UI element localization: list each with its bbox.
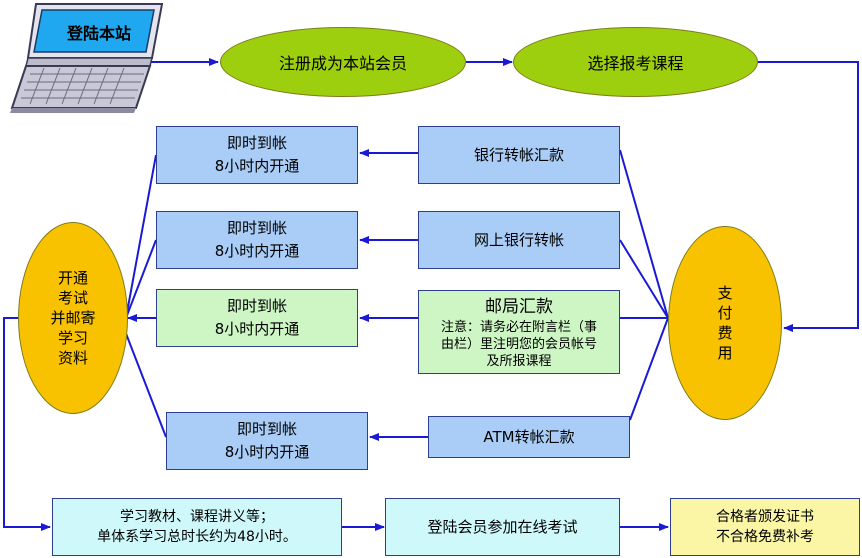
- register-ellipse: 注册成为本站会员: [220, 27, 466, 97]
- result-line2: 8小时内开通: [214, 242, 300, 260]
- line-pay-online: [619, 239, 669, 319]
- laptop-label: 登陆本站: [66, 24, 131, 43]
- open-exam-ellipse: 开通 考试 并邮寄 学习 资料: [18, 222, 128, 414]
- payment-note: 注意：请务必在附言栏（事: [440, 319, 597, 335]
- cert-line2: 不合格免费补考: [716, 529, 814, 545]
- payment-label: 银行转帐汇款: [473, 145, 564, 164]
- open-line: 开通: [57, 269, 88, 287]
- open-line: 学习: [57, 329, 88, 347]
- line-result2-open: [125, 239, 157, 319]
- payment-bank-transfer: 银行转帐汇款: [418, 126, 620, 184]
- study-materials-box: 学习教材、课程讲义等； 单体系学习总时长约为48小时。: [52, 498, 342, 556]
- pay-char: 费: [717, 324, 733, 342]
- result-line2: 8小时内开通: [214, 320, 300, 338]
- open-line: 并邮寄: [50, 309, 96, 327]
- result-line1: 即时到帐: [226, 297, 287, 315]
- payment-note: 由栏）里注明您的会员帐号: [440, 336, 597, 352]
- line-pay-bank: [619, 149, 669, 319]
- open-line: 资料: [57, 349, 88, 367]
- result-box: 即时到帐 8小时内开通: [156, 126, 358, 184]
- result-line1: 即时到帐: [226, 219, 287, 237]
- arrow-open-study: [3, 317, 51, 531]
- certificate-box: 合格者颁发证书 不合格免费补考: [670, 498, 860, 556]
- laptop-icon: [10, 3, 164, 113]
- line-result1-open: [125, 154, 157, 319]
- choose-course-label: 选择报考课程: [587, 54, 684, 73]
- study-line2: 单体系学习总时长约为48小时。: [97, 529, 297, 545]
- open-line: 考试: [57, 289, 88, 307]
- payment-label: 邮局汇款: [485, 296, 553, 317]
- pay-fees-ellipse: 支 付 费 用: [668, 226, 782, 420]
- result-line1: 即时到帐: [226, 134, 287, 152]
- payment-note: 及所报课程: [486, 353, 552, 369]
- payment-label: 网上银行转帐: [473, 230, 564, 249]
- pay-char: 用: [717, 344, 733, 362]
- result-box: 即时到帐 8小时内开通: [166, 412, 368, 470]
- register-label: 注册成为本站会员: [278, 54, 407, 73]
- line-pay-atm: [629, 317, 669, 421]
- online-exam-label: 登陆会员参加在线考试: [427, 517, 578, 536]
- line-result4-open: [119, 317, 167, 438]
- cert-line1: 合格者颁发证书: [716, 509, 814, 525]
- payment-label: ATM转帐汇款: [483, 427, 575, 446]
- payment-online-banking: 网上银行转帐: [418, 211, 620, 269]
- result-line2: 8小时内开通: [224, 443, 310, 461]
- result-box: 即时到帐 8小时内开通: [156, 289, 358, 347]
- result-box: 即时到帐 8小时内开通: [156, 211, 358, 269]
- payment-post-office: 邮局汇款 注意：请务必在附言栏（事 由栏）里注明您的会员帐号 及所报课程: [418, 290, 620, 374]
- payment-atm: ATM转帐汇款: [428, 416, 630, 458]
- result-line2: 8小时内开通: [214, 157, 300, 175]
- study-line1: 学习教材、课程讲义等；: [120, 509, 274, 525]
- arrow-course-pay: [758, 61, 859, 332]
- result-line1: 即时到帐: [236, 420, 297, 438]
- choose-course-ellipse: 选择报考课程: [513, 27, 758, 97]
- pay-char: 付: [717, 304, 733, 322]
- online-exam-box: 登陆会员参加在线考试: [385, 498, 620, 556]
- pay-char: 支: [717, 284, 733, 302]
